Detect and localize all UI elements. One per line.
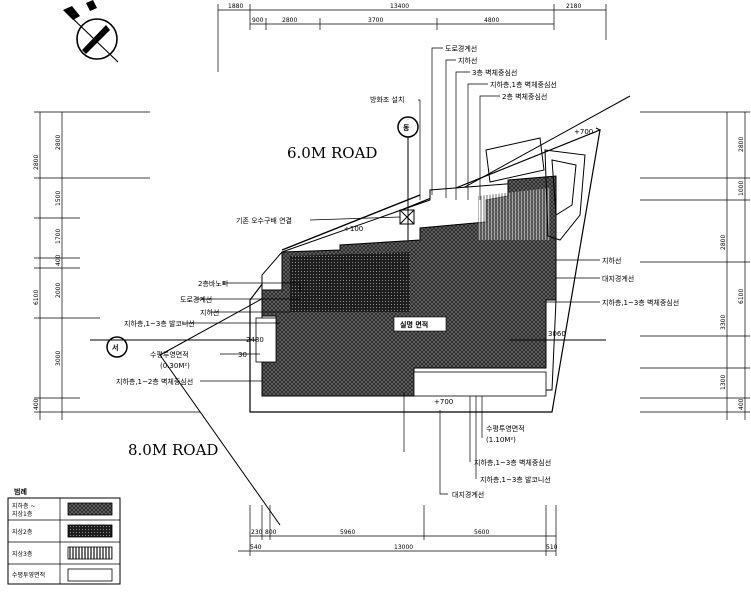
building-footprint: 실명 면적 (255, 175, 557, 397)
legend-swatch-vertical (67, 546, 113, 560)
bdim-b: 800 (265, 529, 277, 536)
svg-text:동: 동 (403, 124, 410, 132)
road-label-south: 8.0M ROAD (128, 441, 218, 459)
label-dim-2480: 2480 (246, 336, 264, 344)
right-dimensions (640, 111, 750, 420)
label-elev-100: +100 (344, 225, 363, 233)
ldim-4: 400 (55, 254, 62, 266)
dim-top-left: 1880 (228, 3, 243, 10)
label-elev-700-bottom: +700 (434, 398, 453, 406)
label-open-area-bottom-val: (1.10M²) (486, 436, 516, 444)
bdim-left: 540 (250, 544, 262, 551)
dim-seg-1: 900 (252, 17, 264, 24)
rdim-2: 2800 (720, 235, 727, 250)
utility-box-icon (399, 209, 415, 225)
dim-seg-4: 4800 (484, 17, 499, 24)
legend-swatch-dense (67, 524, 113, 538)
label-open-area-left: 수평투영면적 (150, 350, 189, 359)
bdim-right: 510 (546, 544, 558, 551)
label-dim-3060: 3060 (548, 330, 566, 338)
label-open-area-left-val: (0.30M²) (160, 362, 190, 370)
left-dimension-values: 2800 2800 1500 1700 400 2000 6100 3000 4… (33, 135, 62, 410)
label-open-area-bottom: 수평투영면적 (486, 424, 525, 433)
ldim-5: 2000 (55, 283, 62, 298)
building-label: 실명 면적 (400, 320, 428, 329)
legend-label-3: 지상3층 (12, 550, 33, 558)
rdim-4: 3300 (720, 315, 727, 330)
dim-top-right: 2180 (566, 3, 581, 10)
right-dimension-values: 2800 1000 2800 6100 3300 1300 400 (720, 137, 745, 410)
ldim-0: 2800 (33, 155, 40, 170)
legend-title: 범례 (14, 487, 27, 496)
dim-top-total: 13400 (390, 3, 409, 10)
bdim-a: 230 (251, 529, 263, 536)
legend-swatch-blank (67, 568, 113, 582)
ldim-8: 400 (33, 398, 40, 410)
label-site-boundary-right: 대지경계선 (602, 274, 634, 283)
legend-label-4: 수평투영면적 (12, 571, 45, 579)
road-label-north: 6.0M ROAD (287, 144, 377, 162)
ldim-6: 6100 (33, 290, 40, 305)
label-survey: 방화조 설치 (370, 95, 404, 104)
bdim-d: 5600 (474, 529, 489, 536)
ldim-3: 1700 (55, 229, 62, 244)
bdim-total: 13000 (394, 544, 413, 551)
rdim-0: 2800 (738, 137, 745, 152)
west-marker-icon: 서 (90, 336, 606, 358)
label-elev-700-top: +700 (574, 128, 593, 136)
rdim-3: 6100 (738, 289, 745, 304)
dim-seg-3: 3700 (368, 17, 383, 24)
ldim-1: 2800 (55, 135, 62, 150)
rdim-6: 400 (738, 398, 745, 410)
label-elev-30: 30 (238, 351, 247, 359)
label-floor2-wall: 2층 벽체중심선 (502, 92, 547, 101)
leader-lines (182, 47, 600, 495)
label-b1-3f-bottom: 지하층,1~3층 벽체중심선 (474, 458, 551, 467)
dim-seg-2: 2800 (282, 17, 297, 24)
label-b1-2f-left: 지하층,1~2층 벽체중심선 (116, 377, 193, 386)
legend-label-1b: 지상1층 (12, 510, 33, 518)
label-floor3-wall: 3층 벽체중심선 (472, 68, 517, 77)
label-road-boundary-left: 도로경계선 (180, 295, 212, 304)
north-arrow-icon (63, 0, 119, 63)
label-road-boundary-top: 도로경계선 (445, 44, 477, 53)
label-b1-3f-left: 지하층,1~3층 발코니선 (124, 319, 195, 328)
label-basement-right: 지하선 (602, 256, 621, 265)
rdim-5: 1300 (720, 375, 727, 390)
label-basement-left: 지하선 (200, 308, 219, 317)
east-marker-icon: 동 (397, 116, 419, 240)
parking-car-icon (485, 137, 586, 241)
rdim-1: 1000 (738, 181, 745, 196)
label-floor2-balcony: 2층바노피 (198, 279, 228, 288)
label-b1-3f-balcony: 지하층,1~3층 발코니선 (480, 475, 551, 484)
legend-swatch-crosshatch (67, 502, 113, 516)
bottom-dimensions (238, 505, 557, 556)
ldim-2: 1500 (55, 191, 62, 206)
legend-label-1a: 지하층 ~ (12, 502, 36, 510)
svg-text:서: 서 (112, 343, 118, 352)
ldim-7: 3000 (55, 351, 62, 366)
legend-label-2: 지상2층 (12, 528, 33, 536)
top-dimensions (217, 4, 607, 72)
left-dimensions (34, 111, 200, 420)
bdim-c: 5960 (340, 529, 355, 536)
label-b1-floor1-wall: 지하층,1층 벽체중심선 (490, 80, 557, 89)
legend: 범례 지하층 ~ 지상1층 지상2층 지상3층 수평투영면적 (7, 487, 121, 585)
label-water: 기존 오수구배 연결 (236, 216, 292, 225)
legend-label-1: 지하층 ~ 지상1층 (12, 502, 37, 518)
label-site-boundary-bottom: 대지경계선 (452, 490, 484, 499)
label-basement-top: 지하선 (458, 56, 477, 65)
label-b1-3f-right: 지하층,1~3층 벽체중심선 (602, 298, 679, 307)
